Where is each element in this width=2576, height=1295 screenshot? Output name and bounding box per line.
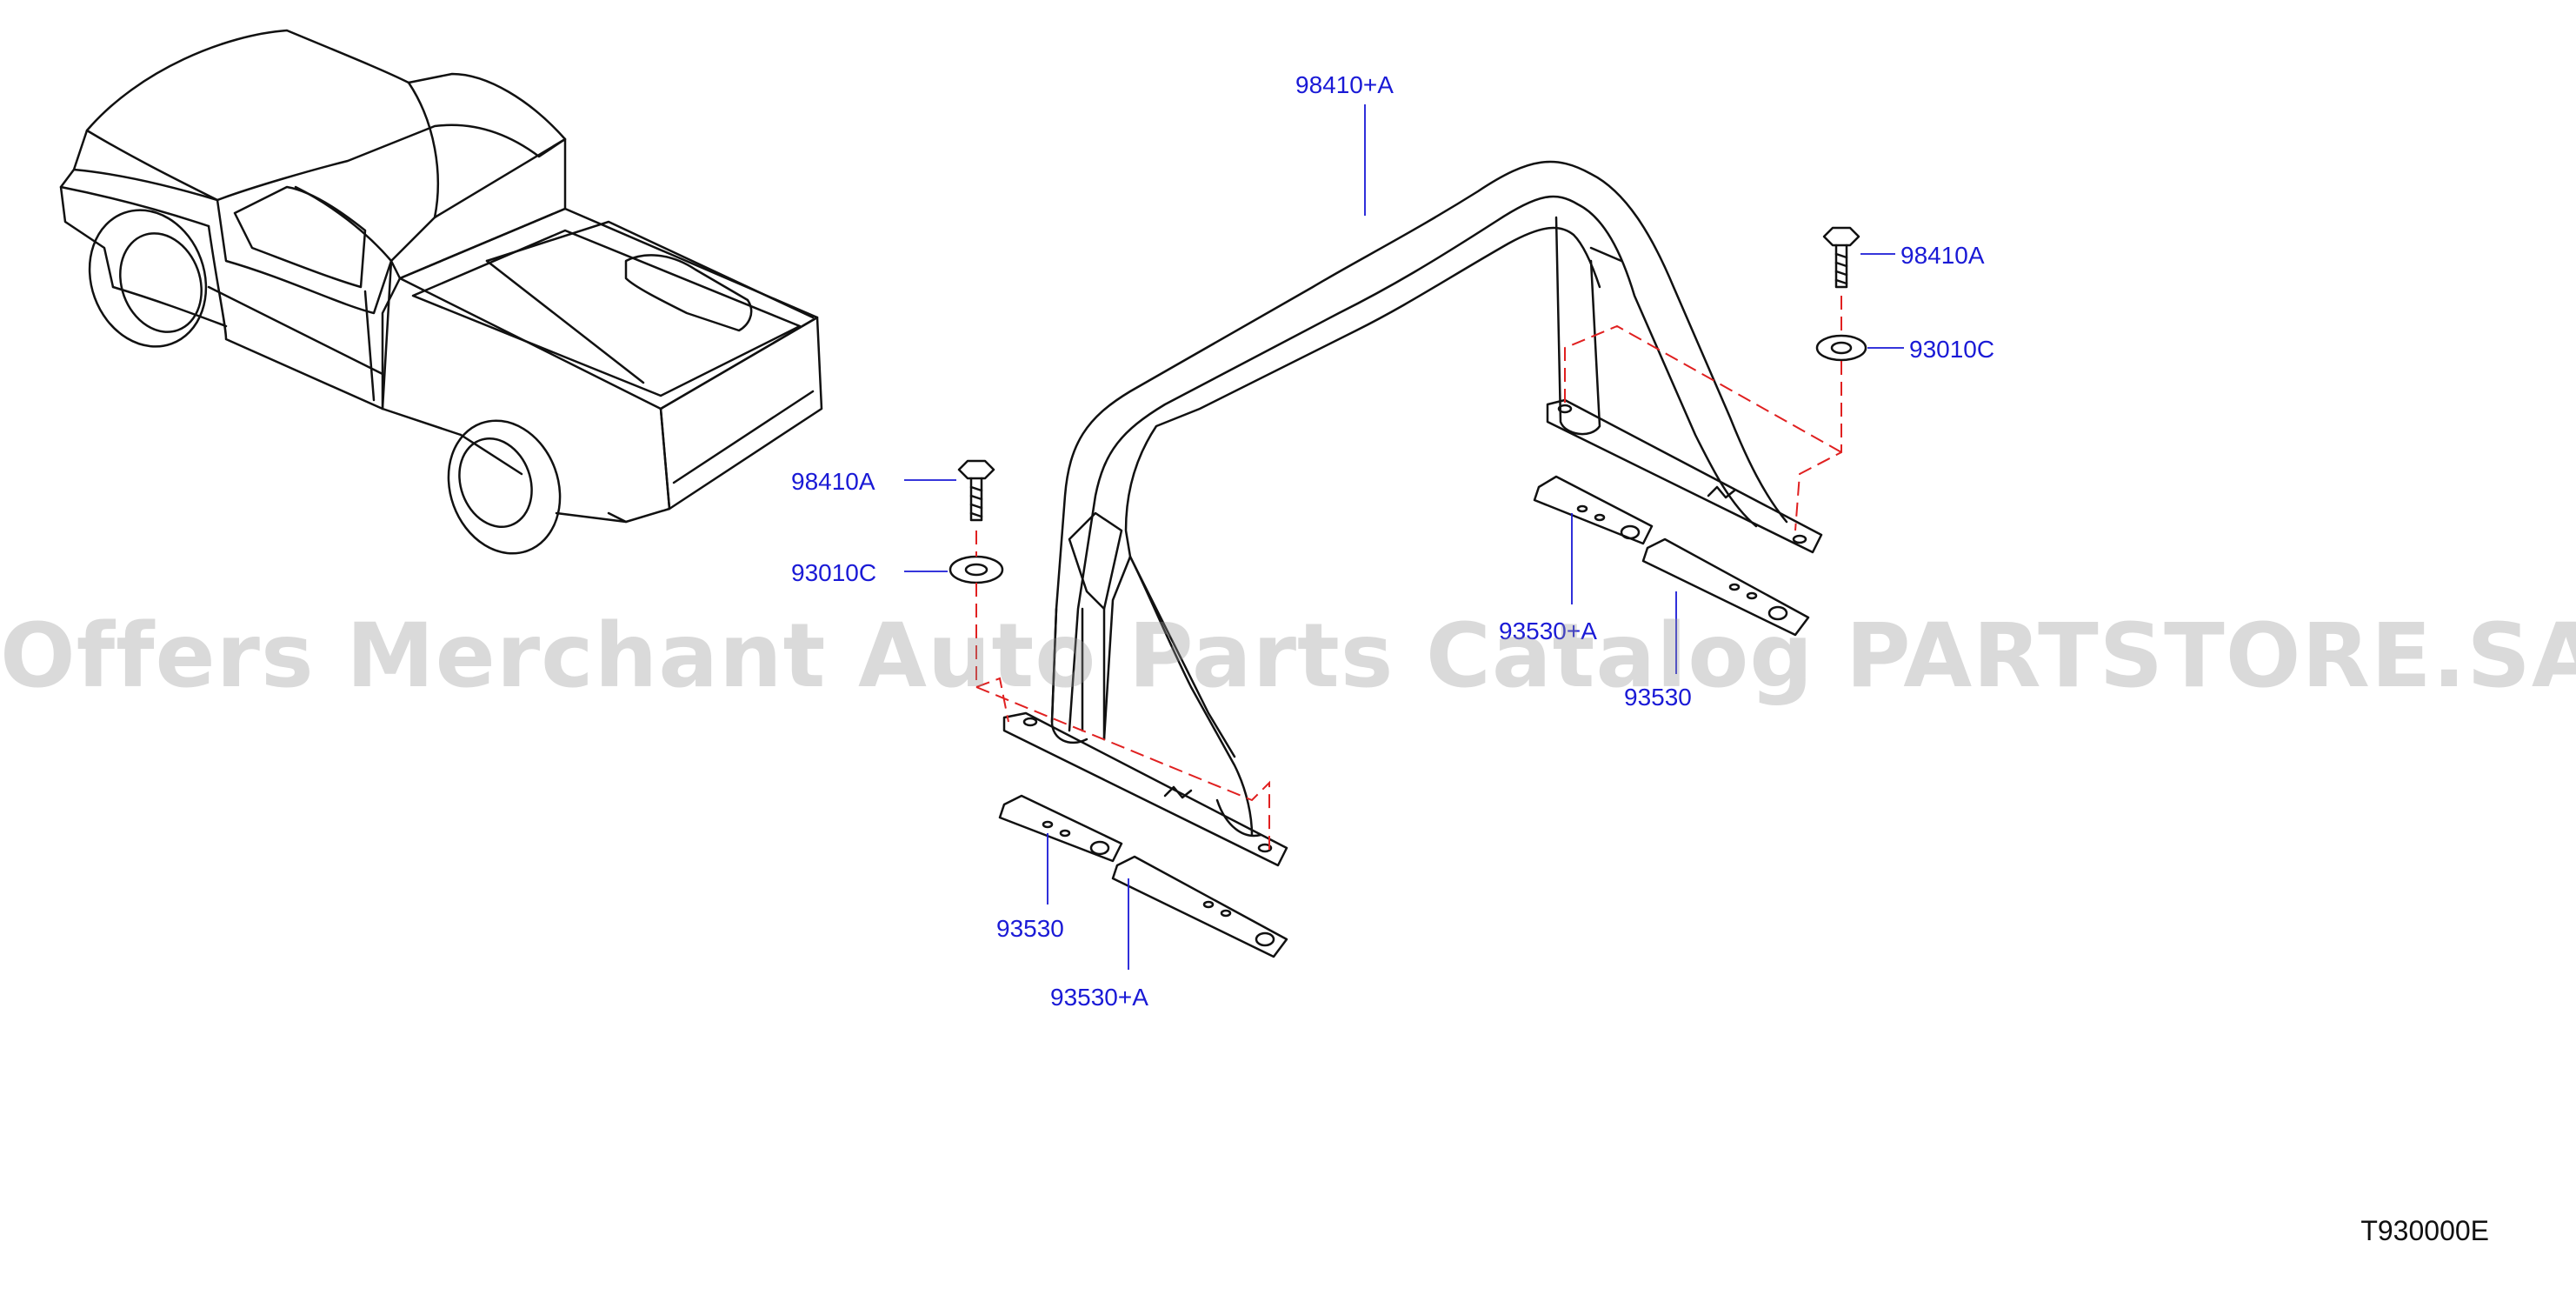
bolt-left: [957, 459, 995, 522]
assembly-phantom-lines: [975, 296, 1842, 852]
part-label-98410-A-rollbar[interactable]: 98410+A: [1295, 71, 1394, 98]
pickup-truck-illustration: [59, 29, 823, 555]
bolt-right: [1822, 226, 1860, 289]
washer-right: [1815, 334, 1867, 362]
leader-lines: [904, 104, 1904, 970]
roll-bar-assembly: [1002, 160, 1823, 867]
washer-left: [949, 555, 1004, 584]
diagram-code: T930000E: [2360, 1215, 2489, 1246]
part-label-98410A-right[interactable]: 98410A: [1900, 242, 1985, 269]
part-label-93530-left[interactable]: 93530: [996, 915, 1064, 942]
part-label-93530-A-left[interactable]: 93530+A: [1050, 984, 1148, 1011]
part-label-93530-right[interactable]: 93530: [1624, 684, 1692, 711]
part-label-93010C-right[interactable]: 93010C: [1909, 336, 1995, 363]
part-label-93530-A-right[interactable]: 93530+A: [1499, 617, 1597, 644]
part-label-93010C-left[interactable]: 93010C: [791, 559, 877, 586]
right-mounting-plates: [1533, 475, 1810, 637]
left-mounting-plates: [998, 794, 1288, 958]
part-label-98410A-left[interactable]: 98410A: [791, 468, 875, 495]
